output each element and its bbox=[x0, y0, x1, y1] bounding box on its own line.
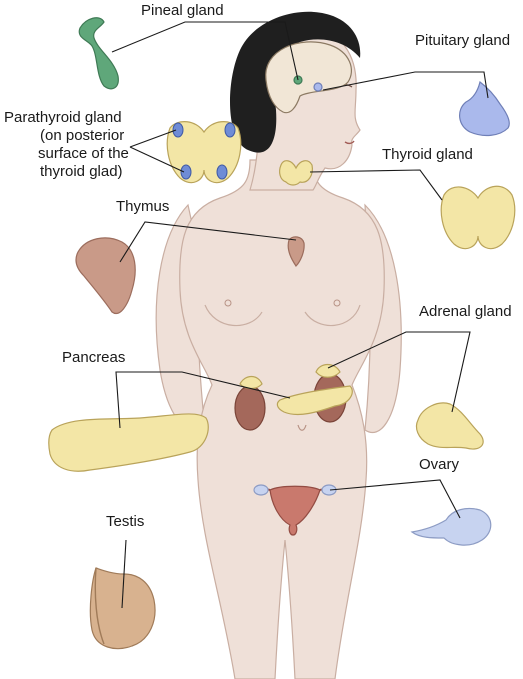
pituitary-gland-enlarged bbox=[459, 80, 510, 137]
label-adrenal-gland: Adrenal gland bbox=[419, 303, 512, 320]
thyroid-in-body bbox=[279, 160, 313, 186]
label-ovary: Ovary bbox=[419, 456, 460, 473]
leader-lines bbox=[111, 21, 489, 609]
thymus-in-body bbox=[287, 236, 305, 267]
label-thymus: Thymus bbox=[116, 198, 169, 215]
thyroid-gland-enlarged bbox=[440, 185, 516, 250]
testis-enlarged bbox=[89, 567, 156, 650]
pineal-gland-enlarged bbox=[78, 17, 119, 90]
label-parathyroid-gland-line1: Parathyroid gland bbox=[4, 109, 122, 126]
label-parathyroid-gland-line3: surface of the bbox=[38, 145, 129, 162]
pituitary-gland-in-brain bbox=[313, 82, 323, 92]
thymus-enlarged bbox=[75, 237, 136, 314]
female-body-figure bbox=[155, 11, 402, 679]
label-pancreas: Pancreas bbox=[62, 349, 125, 366]
label-testis: Testis bbox=[106, 513, 144, 530]
label-pineal-gland: Pineal gland bbox=[141, 2, 224, 19]
left-kidney bbox=[234, 385, 266, 431]
ovary-enlarged bbox=[410, 507, 492, 546]
label-thyroid-gland: Thyroid gland bbox=[382, 146, 473, 163]
adrenal-in-body-right bbox=[315, 363, 341, 378]
label-parathyroid-gland-line2: (on posterior bbox=[40, 127, 124, 144]
brain-section bbox=[265, 41, 352, 114]
label-parathyroid-gland-line4: thyroid glad) bbox=[40, 163, 123, 180]
adrenal-gland-enlarged bbox=[415, 402, 484, 450]
pancreas-enlarged bbox=[48, 413, 209, 472]
parathyroid-thyroid-enlarged bbox=[166, 121, 242, 184]
uterus-and-ovaries-in-body bbox=[253, 484, 337, 536]
parathyroid-nodule-4 bbox=[216, 164, 228, 180]
pancreas-in-body bbox=[276, 385, 353, 416]
parathyroid-nodule-3 bbox=[180, 164, 192, 180]
parathyroid-nodule-1 bbox=[172, 122, 184, 138]
label-pituitary-gland: Pituitary gland bbox=[415, 32, 510, 49]
parathyroid-nodule-2 bbox=[224, 122, 236, 138]
